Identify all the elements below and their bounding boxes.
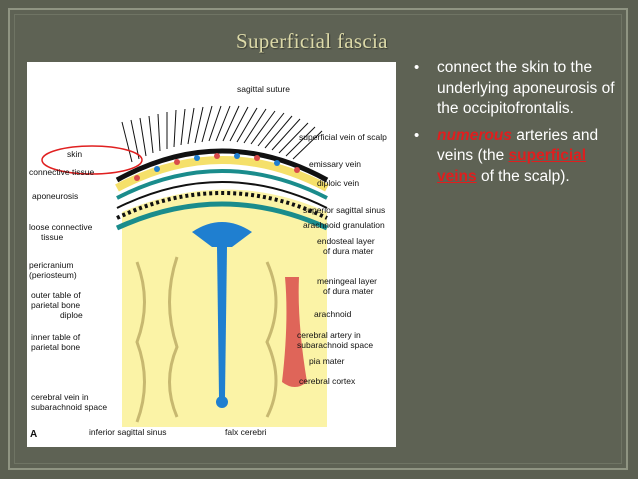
label-outer-table: outer table of bbox=[31, 290, 81, 300]
label-arachnoid-granulation: arachnoid granulation bbox=[303, 220, 385, 230]
diagram-svg: skin connective tissue aponeurosis loose… bbox=[29, 84, 387, 440]
falx-cerebri bbox=[217, 247, 227, 397]
bullet-text-1: connect the skin to the underlying apone… bbox=[437, 59, 615, 117]
label-dura-1: of dura mater bbox=[323, 246, 374, 256]
label-inner-table: inner table of bbox=[31, 332, 81, 342]
label-subarachnoid-right: subarachnoid space bbox=[297, 340, 373, 350]
label-emissary-vein: emissary vein bbox=[309, 159, 361, 169]
label-arachnoid: arachnoid bbox=[314, 309, 352, 319]
aponeurosis-layer bbox=[116, 169, 328, 200]
skin-layer bbox=[115, 148, 329, 183]
label-loose-connective: loose connective bbox=[29, 222, 93, 232]
superior-sagittal-sinus bbox=[192, 222, 252, 247]
label-meningeal-layer: meningeal layer bbox=[317, 276, 377, 286]
label-pia-mater: pia mater bbox=[309, 356, 345, 366]
bullet-dot-icon: • bbox=[414, 59, 420, 76]
hair-lines bbox=[121, 105, 323, 163]
loose-tissue-layer bbox=[116, 181, 328, 209]
skin-highlight-ellipse bbox=[41, 145, 143, 175]
superficial-veins-link[interactable]: superficial veins bbox=[437, 147, 587, 185]
label-superficial-vein: superficial vein of scalp bbox=[299, 132, 387, 142]
label-cerebral-vein: cerebral vein in bbox=[31, 392, 89, 402]
vessel-dots bbox=[134, 153, 300, 181]
label-endosteal-layer: endosteal layer bbox=[317, 236, 375, 246]
slide-inner-border bbox=[14, 14, 622, 464]
dura-layer bbox=[115, 201, 329, 231]
label-periosteum: (periosteum) bbox=[29, 270, 77, 280]
bullet-text-2-mid: arteries and veins (the bbox=[437, 126, 599, 165]
label-cerebral-artery: cerebral artery in bbox=[297, 330, 361, 340]
label-inferior-sagittal-sinus: inferior sagittal sinus bbox=[89, 427, 166, 437]
diploe-layer bbox=[116, 191, 328, 220]
bullet-emphasis: numerous bbox=[437, 126, 512, 144]
inferior-sagittal-sinus bbox=[216, 396, 228, 408]
label-cerebral-cortex: cerebral cortex bbox=[299, 376, 356, 386]
scalp-layers-diagram: skin connective tissue aponeurosis loose… bbox=[27, 62, 396, 447]
label-parietal-bone-1: parietal bone bbox=[31, 300, 80, 310]
gyrus-mid bbox=[168, 256, 179, 418]
label-dura-2: of dura mater bbox=[323, 286, 374, 296]
label-diploe: diploe bbox=[60, 310, 83, 320]
slide-title: Superficial fascia bbox=[236, 29, 388, 53]
bullet-item-1: • connect the skin to the underlying apo… bbox=[404, 58, 619, 120]
connective-layer bbox=[115, 156, 329, 192]
label-pericranium: pericranium bbox=[29, 260, 73, 270]
label-skin: skin bbox=[67, 149, 82, 159]
label-subarachnoid-left: subarachnoid space bbox=[31, 402, 107, 412]
label-aponeurosis: aponeurosis bbox=[32, 191, 78, 201]
label-parietal-bone-2: parietal bone bbox=[31, 342, 80, 352]
bullet-text-2-tail: of the scalp). bbox=[476, 167, 570, 185]
gyrus-right bbox=[265, 261, 278, 418]
gyrus-left bbox=[135, 261, 146, 423]
label-falx-cerebri: falx cerebri bbox=[225, 427, 267, 437]
bullet-list: • connect the skin to the underlying apo… bbox=[404, 58, 619, 193]
label-superior-sagittal-sinus: superior sagittal sinus bbox=[303, 205, 385, 215]
label-connective-tissue: connective tissue bbox=[29, 167, 94, 177]
label-sagittal-suture: sagittal suture bbox=[237, 84, 290, 94]
bullet-item-2: • numerous arteries and veins (the super… bbox=[404, 126, 619, 188]
cerebral-artery bbox=[282, 277, 307, 387]
label-tissue: tissue bbox=[41, 232, 63, 242]
label-diploic-vein: diploic vein bbox=[317, 178, 359, 188]
bullet-dot-icon: • bbox=[414, 126, 420, 144]
label-figure-a: A bbox=[30, 429, 37, 440]
